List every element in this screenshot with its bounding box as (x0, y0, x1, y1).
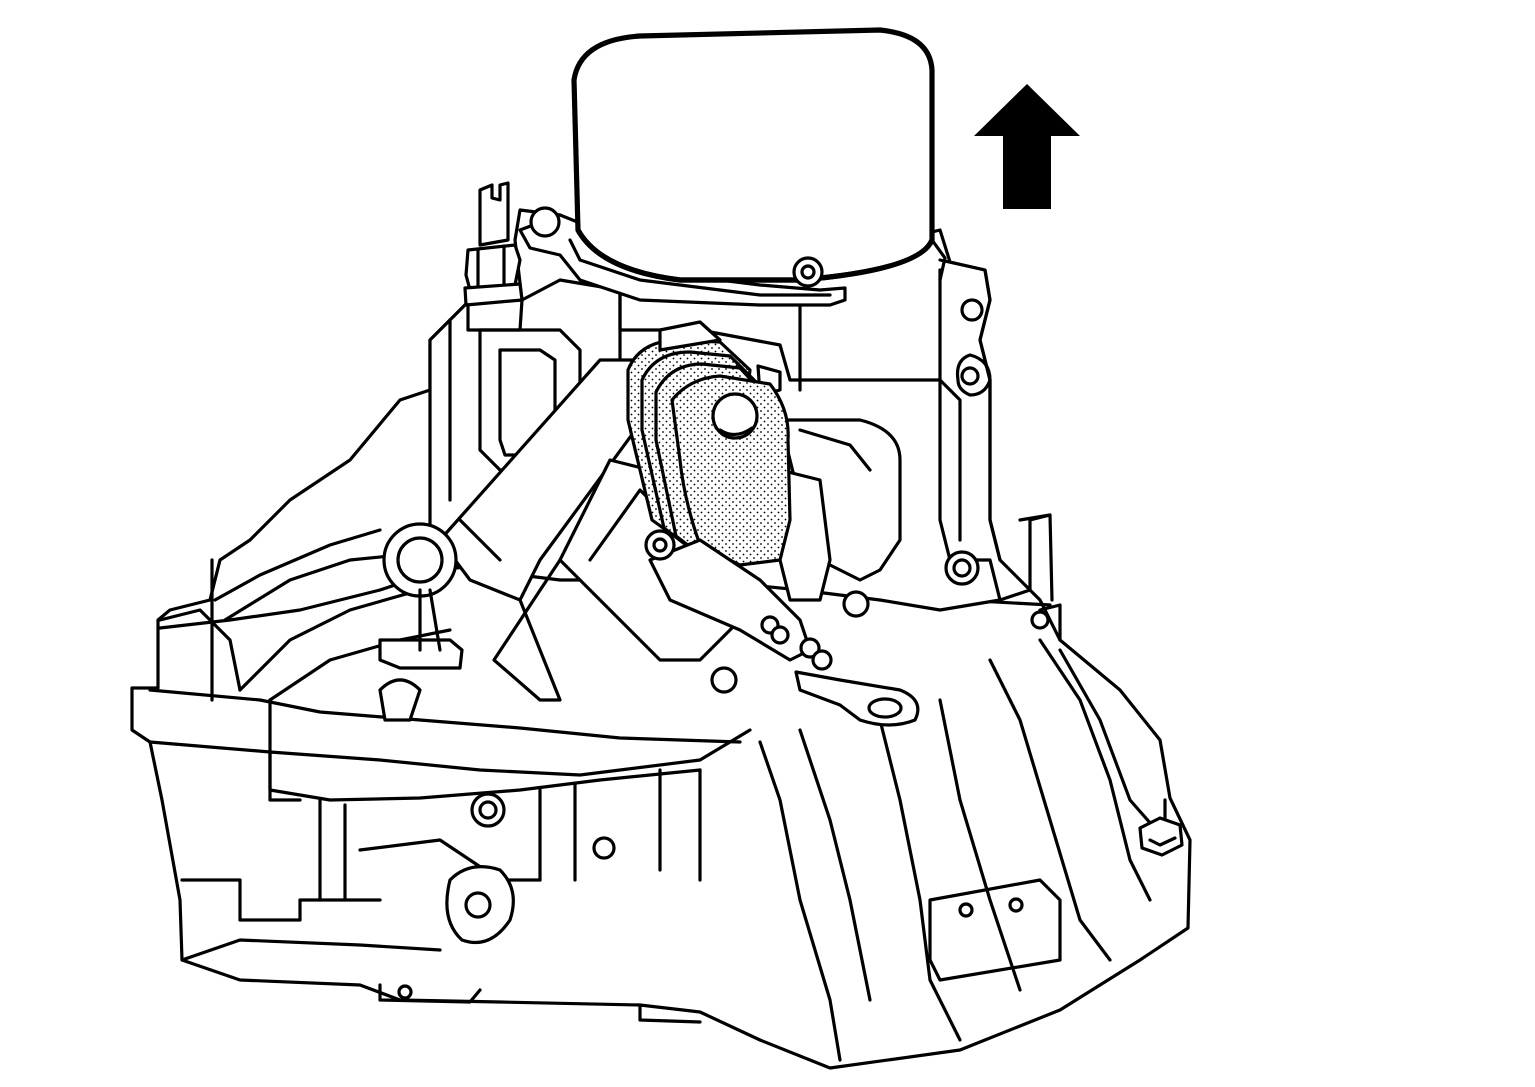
actuator-housing (778, 418, 902, 618)
lift-direction-arrow (974, 84, 1080, 209)
sensor-stem (463, 181, 524, 332)
arrow-up-icon (974, 84, 1080, 209)
housing-bolts (1138, 798, 1184, 857)
cylindrical-cover (518, 27, 947, 307)
shift-lever (626, 320, 920, 727)
